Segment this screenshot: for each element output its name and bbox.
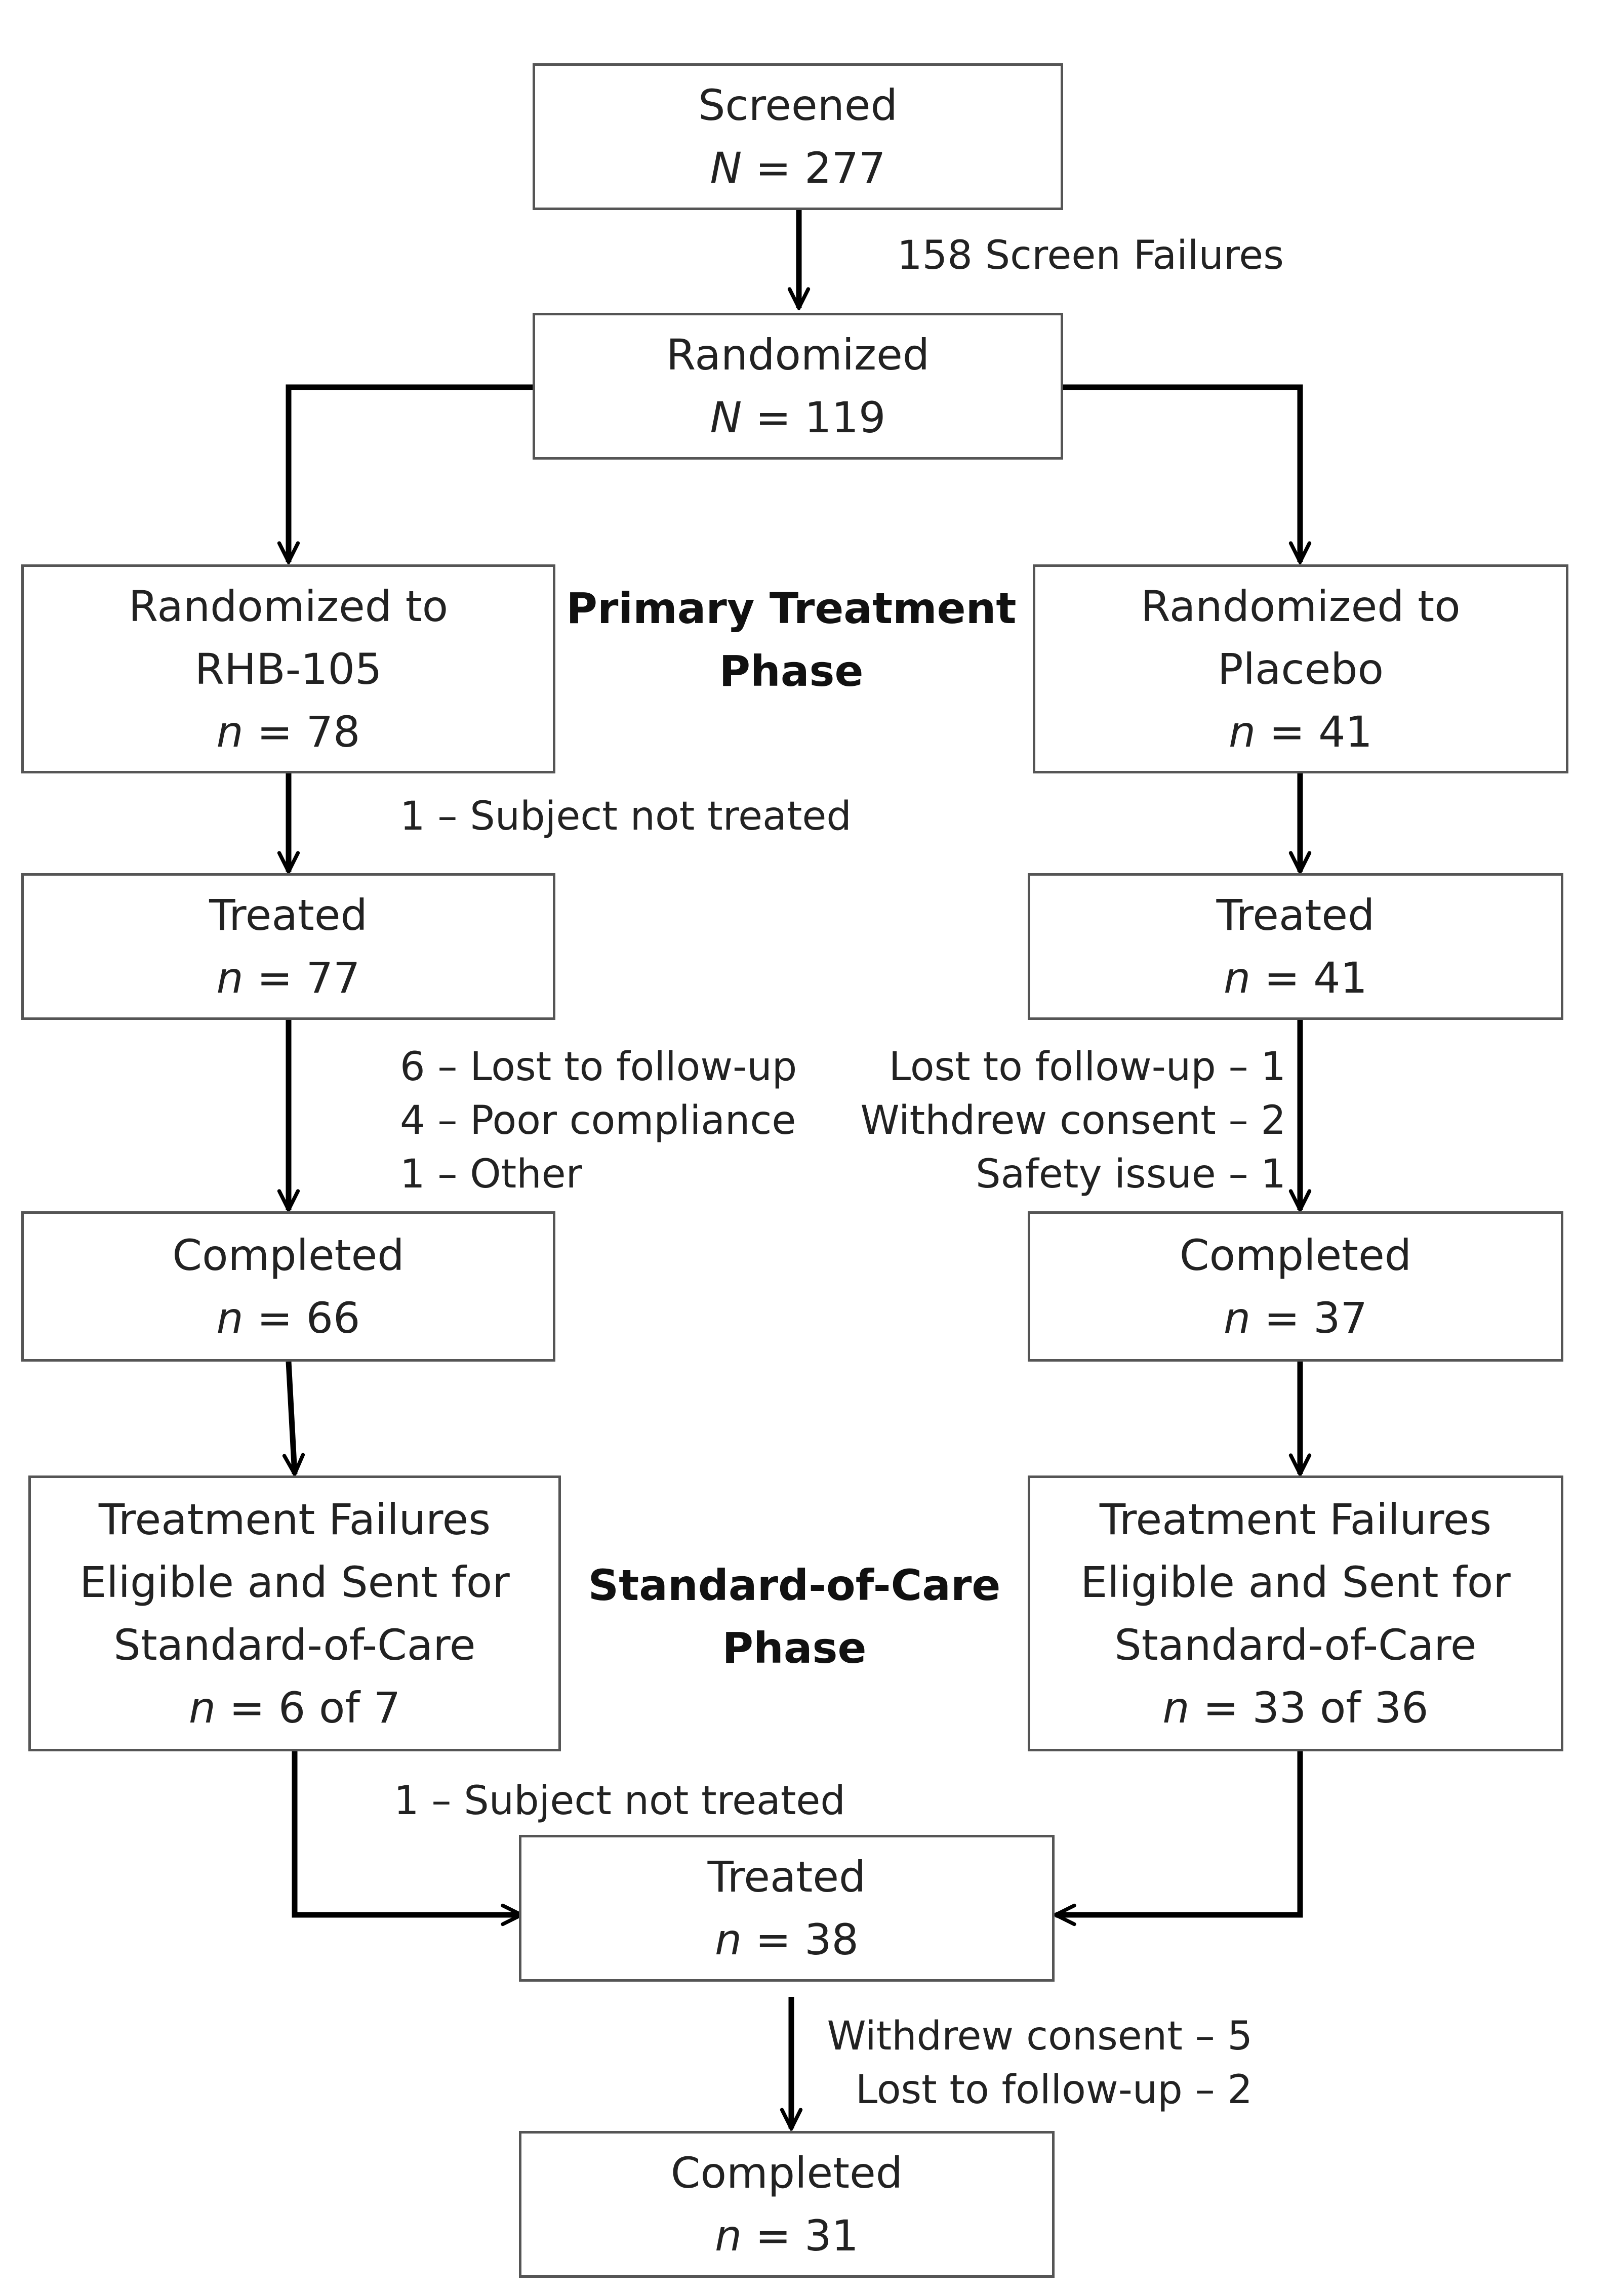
count-value: = 41 xyxy=(1269,707,1372,757)
box-count: n = 6 of 7 xyxy=(189,1676,400,1739)
screened-box: Screened N = 277 xyxy=(533,63,1063,210)
note-line: Withdrew consent – 5 xyxy=(827,2014,1253,2059)
note-line: 1 – Subject not treated xyxy=(400,794,852,839)
note-line: Lost to follow-up – 2 xyxy=(855,2067,1253,2113)
box-label: Completed xyxy=(1179,1230,1412,1280)
box-label: Randomized to xyxy=(1141,581,1461,631)
randomized-placebo-box: Randomized to Placebo n = 41 xyxy=(1033,564,1568,773)
box-count: N = 119 xyxy=(710,386,886,449)
failures-placebo-box: Treatment Failures Eligible and Sent for… xyxy=(1028,1475,1563,1751)
count-symbol: n xyxy=(216,953,244,1003)
standard-of-care-phase-label: Standard-of-Care Phase xyxy=(561,1554,1028,1679)
box-label: Screened xyxy=(698,80,898,130)
treated-placebo-box: Treated n = 41 xyxy=(1028,873,1563,1020)
box-count: n = 41 xyxy=(1224,947,1367,1009)
count-value: = 33 of 36 xyxy=(1203,1683,1429,1733)
phase-line: Primary Treatment xyxy=(566,584,1017,633)
count-value: = 66 xyxy=(257,1293,360,1343)
count-value: = 77 xyxy=(257,953,360,1003)
box-label: RHB-105 xyxy=(194,644,382,694)
box-label: Completed xyxy=(172,1230,405,1280)
box-label: Randomized to xyxy=(128,581,449,631)
count-symbol: n xyxy=(216,1293,244,1343)
note-line: 1 – Other xyxy=(400,1152,582,1197)
note-line: 158 Screen Failures xyxy=(897,233,1284,278)
count-value: = 37 xyxy=(1264,1293,1367,1343)
count-symbol: n xyxy=(188,1683,216,1733)
soc-not-treated-note: 1 – Subject not treated xyxy=(394,1774,845,1828)
box-count: n = 31 xyxy=(715,2204,859,2267)
count-value: = 277 xyxy=(755,143,886,193)
box-count: n = 77 xyxy=(217,947,360,1009)
count-symbol: N xyxy=(710,143,742,193)
box-label: Eligible and Sent for xyxy=(1080,1557,1511,1607)
box-label: Standard-of-Care xyxy=(1114,1620,1477,1670)
arrow-failures-placebo-to-soc xyxy=(1056,1751,1303,1915)
count-symbol: n xyxy=(216,707,244,757)
arrow-randomized-to-placebo xyxy=(1063,384,1300,562)
arrow-randomized-to-rhb xyxy=(289,384,533,562)
box-count: n = 41 xyxy=(1229,701,1372,763)
count-value: = 38 xyxy=(755,1915,859,1964)
box-label: Treated xyxy=(209,890,368,940)
box-label: Treatment Failures xyxy=(1099,1494,1492,1544)
phase-line: Standard-of-Care xyxy=(588,1561,1001,1610)
count-symbol: n xyxy=(715,1915,742,1964)
treated-rhb-box: Treated n = 77 xyxy=(21,873,555,1020)
completed-soc-box: Completed n = 31 xyxy=(519,2131,1055,2278)
box-label: Treated xyxy=(1216,890,1375,940)
count-symbol: n xyxy=(1229,707,1256,757)
count-symbol: n xyxy=(1162,1683,1190,1733)
randomized-rhb-box: Randomized to RHB-105 n = 78 xyxy=(21,564,555,773)
box-count: n = 66 xyxy=(217,1287,360,1349)
treated-soc-box: Treated n = 38 xyxy=(519,1835,1055,1982)
count-value: = 41 xyxy=(1264,953,1367,1003)
randomized-box: Randomized N = 119 xyxy=(533,313,1063,460)
box-count: N = 277 xyxy=(710,137,886,199)
box-label: Treatment Failures xyxy=(98,1494,491,1544)
box-count: n = 78 xyxy=(217,701,360,763)
count-value: = 78 xyxy=(257,707,360,757)
count-symbol: N xyxy=(710,393,742,442)
failures-rhb-box: Treatment Failures Eligible and Sent for… xyxy=(28,1475,561,1751)
phase-line: Phase xyxy=(722,1623,867,1673)
count-value: = 6 of 7 xyxy=(229,1683,401,1733)
box-label: Standard-of-Care xyxy=(113,1620,476,1670)
box-count: n = 33 of 36 xyxy=(1162,1676,1428,1739)
note-line: 4 – Poor compliance xyxy=(400,1098,796,1143)
box-count: n = 38 xyxy=(715,1908,859,1971)
box-label: Eligible and Sent for xyxy=(79,1557,510,1607)
screen-failures-note: 158 Screen Failures xyxy=(897,229,1284,282)
count-symbol: n xyxy=(1224,953,1251,1003)
box-label: Completed xyxy=(670,2148,903,2198)
count-symbol: n xyxy=(1224,1293,1251,1343)
phase-line: Phase xyxy=(719,646,864,696)
count-symbol: n xyxy=(715,2211,742,2261)
soc-dropouts-note: Withdrew consent – 5 Lost to follow-up –… xyxy=(827,2010,1253,2117)
box-label: Randomized xyxy=(666,330,930,380)
note-line: Safety issue – 1 xyxy=(976,1152,1286,1197)
note-line: 6 – Lost to follow-up xyxy=(400,1044,797,1090)
note-line: Lost to follow-up – 1 xyxy=(888,1044,1286,1090)
completed-placebo-box: Completed n = 37 xyxy=(1028,1211,1563,1362)
note-line: 1 – Subject not treated xyxy=(394,1778,845,1824)
primary-treatment-phase-label: Primary Treatment Phase xyxy=(556,577,1027,703)
completed-rhb-box: Completed n = 66 xyxy=(21,1211,555,1362)
arrow-completed-rhb-to-failures xyxy=(289,1361,295,1474)
box-label: Placebo xyxy=(1217,644,1384,694)
placebo-dropouts-note: Lost to follow-up – 1 Withdrew consent –… xyxy=(861,1040,1286,1201)
count-value: = 119 xyxy=(755,393,886,442)
rhb-dropouts-note: 6 – Lost to follow-up 4 – Poor complianc… xyxy=(400,1040,797,1201)
box-count: n = 37 xyxy=(1224,1287,1367,1349)
box-label: Treated xyxy=(707,1852,866,1902)
count-value: = 31 xyxy=(755,2211,859,2261)
rhb-not-treated-note: 1 – Subject not treated xyxy=(400,790,852,843)
arrow-failures-rhb-to-soc xyxy=(292,1751,521,1915)
note-line: Withdrew consent – 2 xyxy=(860,1098,1286,1143)
